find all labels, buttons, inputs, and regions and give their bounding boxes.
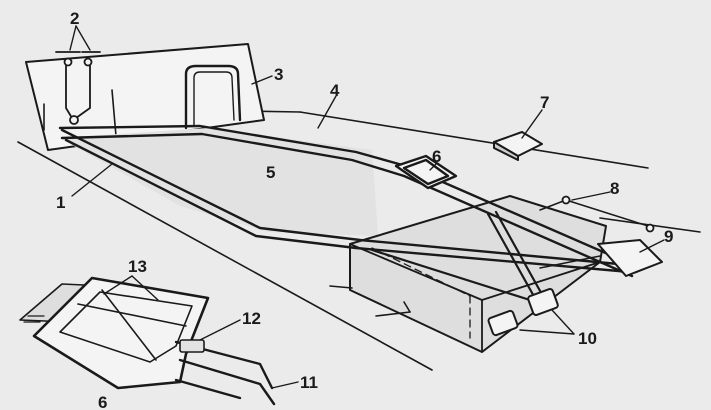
callout-4: 4 xyxy=(330,81,340,100)
callout-1: 1 xyxy=(56,193,65,212)
trolley-carriage xyxy=(394,154,458,190)
track-field xyxy=(60,128,378,236)
callout-9: 9 xyxy=(664,227,673,246)
callout-2: 2 xyxy=(70,9,79,28)
track-rails xyxy=(58,124,642,278)
inset-trolley-detail xyxy=(19,276,276,406)
callout-labels: 1 2 3 4 5 6 7 8 9 10 11 12 13 6 xyxy=(56,9,673,410)
callout-8: 8 xyxy=(610,179,619,198)
callout-12: 12 xyxy=(242,309,261,328)
callout-6-inset: 6 xyxy=(98,393,107,410)
control-box xyxy=(493,131,543,161)
anchor-post xyxy=(561,195,655,233)
callout-7: 7 xyxy=(540,93,549,112)
pulley-blocks xyxy=(487,288,559,337)
callout-10: 10 xyxy=(578,329,597,348)
callout-11: 11 xyxy=(300,373,318,392)
cable-lines xyxy=(539,199,649,269)
callout-3: 3 xyxy=(274,65,283,84)
callout-13: 13 xyxy=(128,257,147,276)
pulley-assembly xyxy=(55,51,101,125)
callout-5: 5 xyxy=(266,163,275,182)
leader-lines xyxy=(69,25,665,389)
callout-6: 6 xyxy=(432,147,441,166)
door-frame xyxy=(184,64,242,130)
